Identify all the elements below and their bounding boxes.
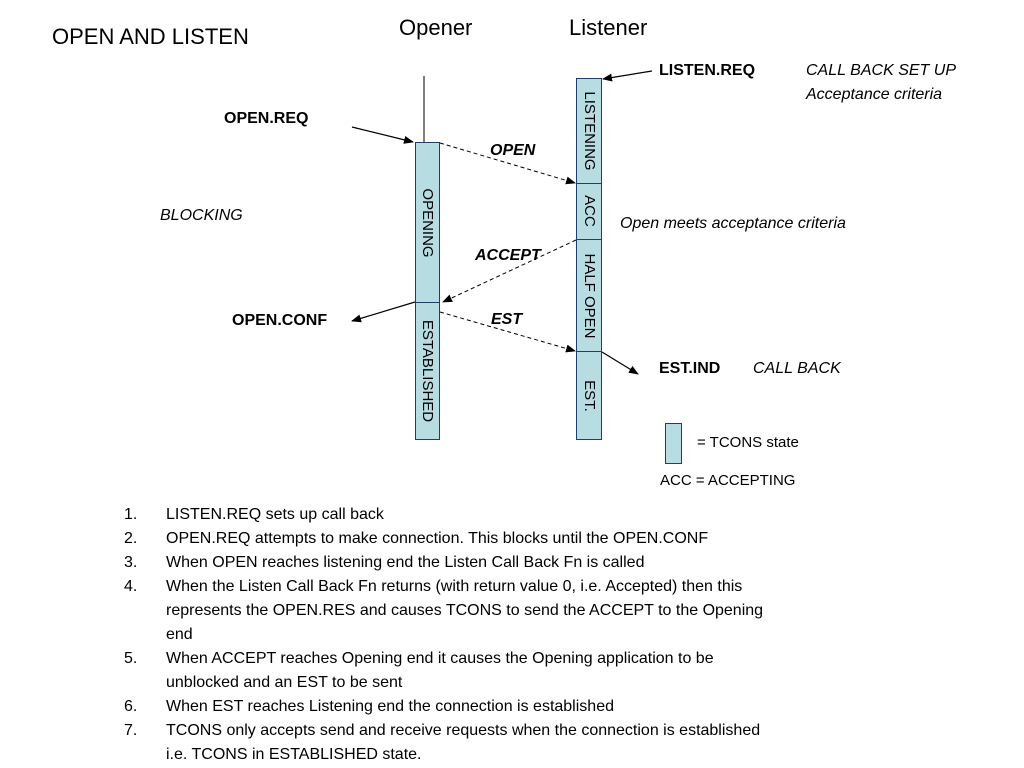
call-back-note: CALL BACK <box>753 360 841 377</box>
listener-state-listening-label: LISTENING <box>581 91 598 171</box>
note-line: When ACCEPT reaches Opening end it cause… <box>166 650 714 667</box>
est-message-arrow <box>439 311 576 353</box>
legend-acc-label: ACC = ACCEPTING <box>660 472 796 489</box>
note-item: 7. TCONS only accepts send and receive r… <box>124 719 924 767</box>
note-number: 7. <box>124 722 138 739</box>
listener-state-est <box>576 351 602 440</box>
est-ind-label: EST.IND <box>659 360 721 377</box>
est-message-label: EST <box>491 311 523 328</box>
accept-message-label: ACCEPT <box>475 247 541 264</box>
blocking-note: BLOCKING <box>160 207 243 224</box>
listener-state-half-open <box>576 239 602 352</box>
note-line: OPEN.REQ attempts to make connection. Th… <box>166 530 709 547</box>
note-item: 4. When the Listen Call Back Fn returns … <box>124 575 924 647</box>
note-line: When OPEN reaches listening end the List… <box>166 554 645 571</box>
opener-column-header: Opener <box>399 15 473 40</box>
note-number: 4. <box>124 578 138 595</box>
opener-state-established <box>415 302 440 440</box>
note-number: 6. <box>124 698 138 715</box>
note-number: 3. <box>124 554 138 571</box>
acceptance-criteria-note: Acceptance criteria <box>806 86 943 103</box>
listen-req-label: LISTEN.REQ <box>659 62 756 79</box>
open-message-arrow <box>439 142 576 185</box>
note-number: 5. <box>124 650 138 667</box>
call-back-set-up-note: CALL BACK SET UP <box>806 62 956 79</box>
note-number: 1. <box>124 506 138 523</box>
opener-state-established-label: ESTABLISHED <box>419 319 436 423</box>
open-message-label: OPEN <box>490 142 536 159</box>
listener-state-est-label: EST. <box>581 380 598 412</box>
listener-column-header: Listener <box>569 15 648 40</box>
note-line: When EST reaches Listening end the conne… <box>166 698 614 715</box>
open-conf-arrow <box>351 301 416 323</box>
open-meets-criteria-note: Open meets acceptance criteria <box>620 215 846 232</box>
note-item: 2. OPEN.REQ attempts to make connection.… <box>124 527 924 551</box>
listener-state-half-open-label: HALF OPEN <box>581 253 598 339</box>
page-title: OPEN AND LISTEN <box>52 24 249 49</box>
note-line: LISTEN.REQ sets up call back <box>166 506 384 523</box>
open-conf-label: OPEN.CONF <box>232 312 328 329</box>
listener-state-acc-label: ACC <box>581 195 598 227</box>
note-line: i.e. TCONS in ESTABLISHED state. <box>166 746 422 763</box>
legend-tcons-swatch <box>665 423 682 464</box>
note-item: 1. LISTEN.REQ sets up call back <box>124 503 924 527</box>
note-item: 3. When OPEN reaches listening end the L… <box>124 551 924 575</box>
open-req-label: OPEN.REQ <box>224 110 309 127</box>
open-req-arrow <box>351 126 414 144</box>
opener-state-opening-label: OPENING <box>419 188 436 258</box>
note-line: When the Listen Call Back Fn returns (wi… <box>166 578 743 595</box>
listener-state-acc <box>576 183 602 240</box>
est-ind-arrow <box>601 351 639 375</box>
note-line: TCONS only accepts send and receive requ… <box>166 722 761 739</box>
legend-tcons-label: = TCONS state <box>697 434 799 451</box>
notes-list: 1. LISTEN.REQ sets up call back 2. OPEN.… <box>124 503 924 767</box>
listen-req-arrow <box>602 70 653 82</box>
note-line: end <box>166 626 193 643</box>
accept-message-arrow <box>442 239 577 303</box>
opener-state-opening <box>415 142 440 303</box>
note-item: 6. When EST reaches Listening end the co… <box>124 695 924 719</box>
note-number: 2. <box>124 530 138 547</box>
note-line: unblocked and an EST to be sent <box>166 674 403 691</box>
note-line: represents the OPEN.RES and causes TCONS… <box>166 602 764 619</box>
note-item: 5. When ACCEPT reaches Opening end it ca… <box>124 647 924 695</box>
